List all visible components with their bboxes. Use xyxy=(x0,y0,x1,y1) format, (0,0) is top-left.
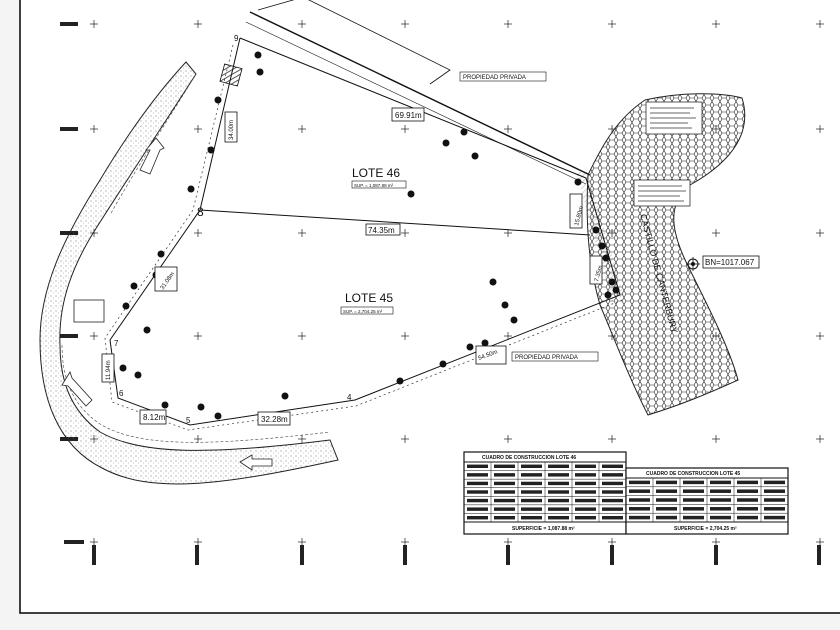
lote-45-area: SUP. = 2,704.25 m² xyxy=(343,309,383,314)
dimension-labels: 69.91m 34.00m 74.35m 31.08m 11.94m 8.12m… xyxy=(101,107,604,426)
table-lote-46-total: SUPERFICIE = 1,087.88 m² xyxy=(512,526,575,532)
dim-74-35: 74.35m xyxy=(368,226,395,235)
top-boundary xyxy=(245,0,591,185)
table-lote-45: CUADRO DE CONSTRUCCION LOTE 45 SUPERFICI… xyxy=(625,467,789,535)
tree-symbols xyxy=(119,51,620,420)
lote-45-title: LOTE 45 xyxy=(345,291,393,305)
bottom-grid-labels xyxy=(92,545,821,565)
benchmark-label: BN=1017.067 xyxy=(705,258,755,267)
lote-46-area: SUP. = 1,087.88 m² xyxy=(354,183,394,188)
dim-15-80: 15.80m xyxy=(574,206,585,227)
vertex-7: 7 xyxy=(114,339,119,348)
dim-8-12: 8.12m xyxy=(143,413,166,422)
castillo-area xyxy=(586,93,746,416)
dim-7-35: 7.35m xyxy=(594,265,604,283)
dim-11-94: 11.94m xyxy=(106,360,112,380)
vertex-4: 4 xyxy=(347,393,352,402)
vertex-8: 8 xyxy=(197,205,204,219)
lote-46-title: LOTE 46 xyxy=(352,166,400,180)
hatched-marker xyxy=(219,63,243,87)
table-lote-45-title: CUADRO DE CONSTRUCCION LOTE 45 xyxy=(646,471,740,477)
road-arrow-icon xyxy=(61,137,273,471)
benchmark-icon xyxy=(686,257,700,271)
table-lote-46: CUADRO DE CONSTRUCCION LOTE 46 SUPERFICI… xyxy=(463,451,627,535)
vertex-5: 5 xyxy=(186,416,191,425)
propiedad-privada-bottom: PROPIEDAD PRIVADA xyxy=(515,355,578,361)
vertex-6: 6 xyxy=(119,389,124,398)
table-lote-45-total: SUPERFICIE = 2,704.25 m² xyxy=(674,526,737,532)
road-sign-box xyxy=(73,299,105,323)
dim-34-00: 34.00m xyxy=(229,120,235,140)
table-lote-46-title: CUADRO DE CONSTRUCCION LOTE 46 xyxy=(482,455,576,461)
dim-69-91: 69.91m xyxy=(395,111,422,120)
dim-32-28: 32.28m xyxy=(261,415,288,424)
vertex-labels: 9 8 7 6 5 4 xyxy=(114,34,352,425)
vertex-9: 9 xyxy=(234,34,239,43)
road xyxy=(39,61,339,485)
propiedad-privada-top: PROPIEDAD PRIVADA xyxy=(463,75,526,81)
